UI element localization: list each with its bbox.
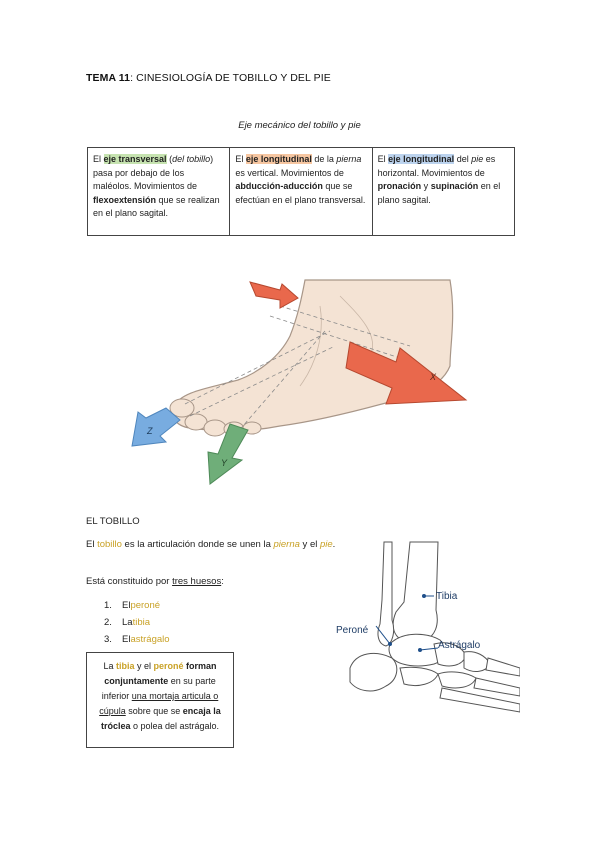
toe: [203, 419, 227, 437]
note-box: La tibia y el peroné forman conjuntament…: [86, 652, 234, 748]
midfoot-bone: [437, 671, 477, 689]
metatarsal-bone: [473, 677, 520, 697]
axis-cell-foot-longitudinal: El eje longitudinal del pie es horizonta…: [371, 148, 514, 235]
toe: [169, 398, 195, 418]
page-title: TEMA 11: CINESIOLOGÍA DE TOBILLO Y DEL P…: [86, 72, 331, 84]
y-axis-arrow: [207, 423, 249, 485]
axis-dashed-line: [279, 305, 411, 347]
intro-paragraph: El tobillo es la articulación donde se u…: [86, 539, 336, 550]
bones-list: 1.El peroné 2.La tibia 3.El astrágalo: [104, 597, 170, 648]
x-axis-arrow: [345, 341, 468, 405]
x-axis-arrow-tail: [249, 281, 299, 309]
bones-lead: Está constituido por tres huesos:: [86, 576, 224, 587]
foot-outline: [172, 279, 454, 432]
axis-cell-transverse: El eje transversal (del tobillo) pasa po…: [93, 154, 220, 219]
astragalo-pointer: [419, 647, 439, 651]
axis-dashed-line: [269, 315, 401, 359]
list-item: 2.La tibia: [104, 617, 151, 628]
z-axis-label: Z: [146, 426, 153, 436]
axis-dashed-line: [189, 345, 336, 417]
x-axis-label: X: [429, 372, 437, 382]
list-item: 3.El astrágalo: [104, 634, 170, 645]
metatarsal-bone: [485, 657, 520, 677]
list-item: 1.El peroné: [104, 600, 161, 611]
skin-line: [299, 305, 322, 387]
perone-label: Peroné: [336, 625, 369, 636]
tibia-bone: [392, 541, 439, 641]
astragalo-label: Astrágalo: [438, 640, 481, 651]
y-axis-label: Y: [221, 458, 228, 468]
fibula-bone: [377, 541, 395, 647]
ankle-bones-illustration: Tibia Peroné Astrágalo: [336, 541, 520, 713]
foot-axes-illustration: X Y Z: [131, 279, 468, 485]
tibia-label: Tibia: [436, 591, 458, 602]
axis-dashed-line: [229, 330, 326, 442]
z-axis-arrow: [131, 407, 181, 447]
perone-pointer: [375, 625, 391, 645]
talus-bone: [388, 633, 446, 667]
figure-caption: Eje mecánico del tobillo y pie: [238, 120, 361, 131]
metatarsal-bone: [439, 687, 520, 713]
perone-dot: [388, 642, 392, 646]
section-heading: EL TOBILLO: [86, 516, 140, 527]
axis-table: El eje transversal (del tobillo) pasa po…: [87, 147, 515, 236]
calcaneus-bone: [349, 652, 398, 692]
axis-dashed-line: [184, 330, 331, 405]
tibia-dot: [422, 594, 426, 598]
astragalo-dot: [418, 648, 422, 652]
axis-cell-leg-longitudinal: El eje longitudinal de la pierna es vert…: [229, 148, 371, 235]
midfoot-bone: [399, 666, 439, 687]
skin-line: [339, 295, 373, 357]
